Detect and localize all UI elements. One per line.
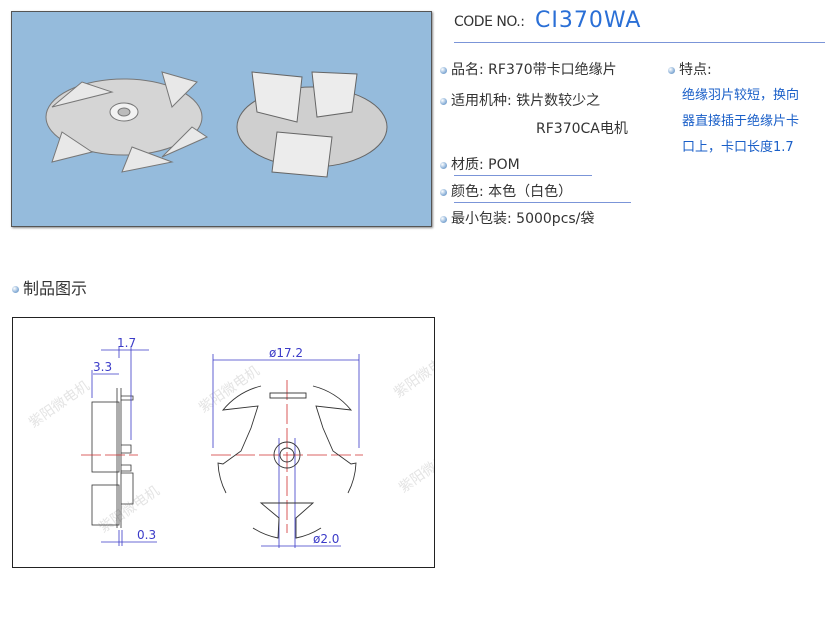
spec-model: 适用机种: 铁片数较少之 bbox=[440, 90, 600, 110]
spec-material: 材质: POM bbox=[440, 154, 520, 174]
technical-drawing: 紫阳微电机 紫阳微电机 紫阳微电机 紫阳微电机 紫阳微电机 1.7 3.3 0.… bbox=[12, 317, 463, 568]
svg-text:ø2.0: ø2.0 bbox=[313, 532, 339, 546]
bullet-icon bbox=[440, 188, 447, 196]
bullet-icon bbox=[12, 286, 19, 293]
svg-text:紫阳微电机: 紫阳微电机 bbox=[396, 443, 434, 496]
bullet-icon bbox=[440, 66, 447, 74]
front-view bbox=[217, 385, 357, 539]
bullet-icon bbox=[440, 215, 447, 223]
svg-text:1.7: 1.7 bbox=[117, 336, 136, 350]
divider bbox=[454, 202, 631, 203]
part-top-view bbox=[45, 71, 209, 173]
spec-packaging: 最小包装: 5000pcs/袋 bbox=[440, 208, 594, 228]
section-title: 制品图示 bbox=[12, 275, 87, 299]
svg-text:紫阳微电机: 紫阳微电机 bbox=[196, 363, 263, 416]
svg-text:0.3: 0.3 bbox=[137, 528, 156, 542]
code-value: CI370WA bbox=[535, 8, 642, 33]
features-label: 特点: bbox=[668, 59, 712, 79]
watermarks: 紫阳微电机 紫阳微电机 紫阳微电机 紫阳微电机 紫阳微电机 bbox=[26, 348, 463, 536]
svg-text:紫阳微电机: 紫阳微电机 bbox=[26, 378, 93, 431]
svg-text:3.3: 3.3 bbox=[93, 360, 112, 374]
dimension-lines bbox=[91, 346, 360, 548]
spec-color: 颜色: 本色（白色） bbox=[440, 181, 572, 201]
center-lines bbox=[81, 380, 363, 533]
side-view bbox=[91, 388, 134, 528]
svg-text:ø17.2: ø17.2 bbox=[269, 346, 303, 360]
divider bbox=[454, 42, 825, 43]
bullet-icon bbox=[440, 97, 447, 105]
product-photo bbox=[11, 11, 432, 227]
spec-name: 品名: RF370带卡口绝缘片 bbox=[440, 59, 617, 79]
spec-model-2: RF370CA电机 bbox=[536, 121, 628, 137]
code-label: CODE NO.: bbox=[454, 14, 525, 30]
bullet-icon bbox=[668, 66, 675, 74]
svg-text:紫阳微电机: 紫阳微电机 bbox=[391, 348, 434, 401]
bullet-icon bbox=[440, 161, 447, 169]
part-bottom-view bbox=[236, 71, 388, 178]
features-text: 绝缘羽片较短，换向器直接插于绝缘片卡口上，卡口长度1.7 bbox=[682, 88, 800, 155]
divider bbox=[454, 175, 592, 176]
